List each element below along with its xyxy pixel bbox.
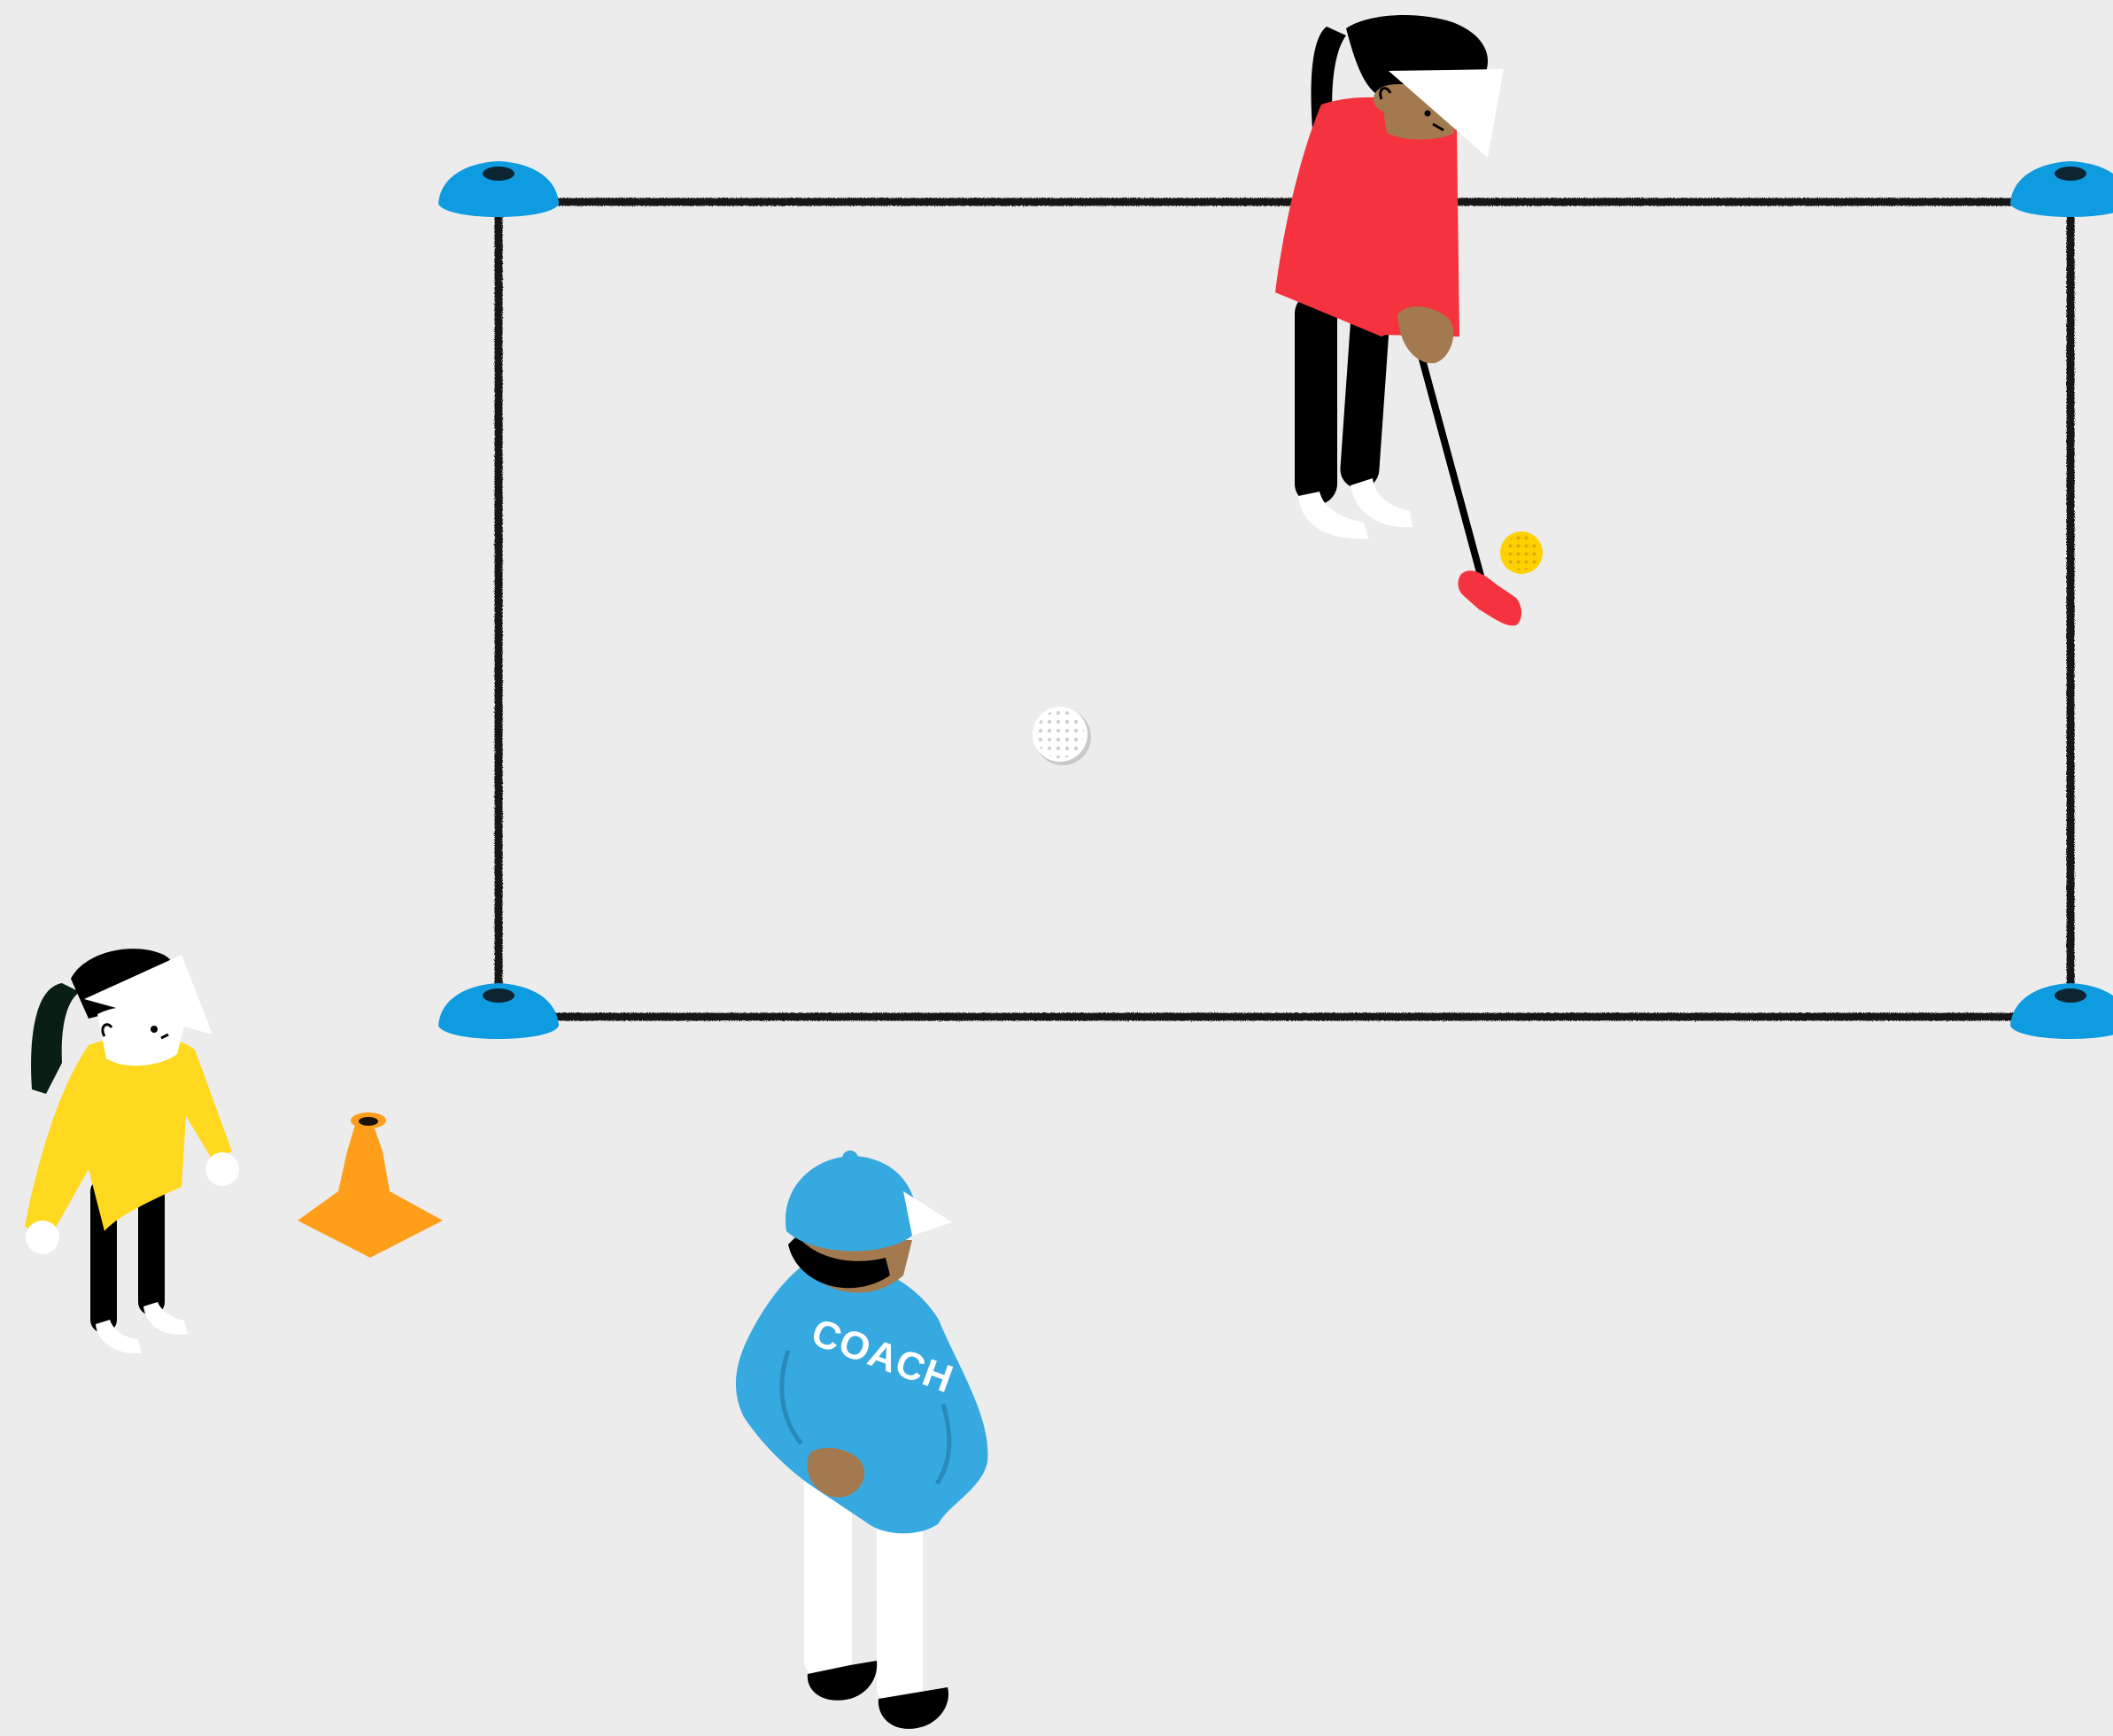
yellow-golf-ball: [1500, 531, 1543, 574]
